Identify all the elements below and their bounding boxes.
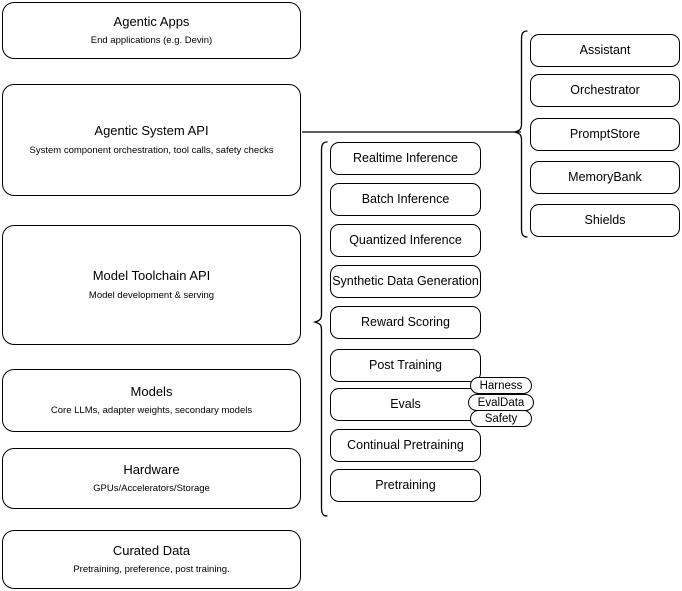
layer-agentic-system-api[interactable]: Agentic System API System component orch… [2,84,301,196]
evals-subcomponent-harness[interactable]: Harness [470,377,532,394]
component-label: Shields [584,212,626,227]
evals-subcomponent-label: Safety [484,412,518,425]
layer-subtitle: End applications (e.g. Devin) [90,35,213,47]
layer-title: Models [130,383,173,399]
component-orchestrator[interactable]: Orchestrator [530,74,680,107]
layer-agentic-apps[interactable]: Agentic Apps End applications (e.g. Devi… [2,2,301,59]
capability-label: Continual Pretraining [347,437,464,452]
layer-title: Model Toolchain API [92,268,211,284]
layer-subtitle: System component orchestration, tool cal… [29,144,274,156]
component-label: MemoryBank [568,169,642,184]
capability-label: Batch Inference [361,191,450,206]
capability-quantized-inference[interactable]: Quantized Inference [330,224,481,257]
capability-pretraining[interactable]: Pretraining [330,469,481,502]
evals-subcomponent-evaldata[interactable]: EvalData [468,394,534,411]
capability-reward-scoring[interactable]: Reward Scoring [330,306,481,339]
brace-toolchain-capabilities [312,141,328,517]
capability-label: Evals [390,396,421,411]
capability-label: Reward Scoring [361,314,450,329]
layer-model-toolchain-api[interactable]: Model Toolchain API Model development & … [2,225,301,345]
layer-hardware[interactable]: Hardware GPUs/Accelerators/Storage [2,448,301,509]
layer-curated-data[interactable]: Curated Data Pretraining, preference, po… [2,530,301,589]
capability-label: Pretraining [375,477,436,492]
capability-synthetic-data-generation[interactable]: Synthetic Data Generation [330,265,481,298]
capability-batch-inference[interactable]: Batch Inference [330,183,481,216]
capability-label: Quantized Inference [349,232,462,247]
layer-subtitle: Pretraining, preference, post training. [73,564,230,576]
evals-subcomponent-label: EvalData [477,396,525,409]
capability-continual-pretraining[interactable]: Continual Pretraining [330,429,481,462]
layer-title: Hardware [123,461,180,477]
capability-label: Realtime Inference [353,150,458,165]
layer-subtitle: Core LLMs, adapter weights, secondary mo… [50,405,253,417]
component-memorybank[interactable]: MemoryBank [530,161,680,194]
component-promptstore[interactable]: PromptStore [530,118,680,151]
evals-subcomponent-label: Harness [479,379,523,392]
layer-models[interactable]: Models Core LLMs, adapter weights, secon… [2,369,301,432]
layer-title: Agentic System API [94,123,209,139]
layer-title: Agentic Apps [113,13,190,29]
layer-title: Curated Data [112,542,191,558]
component-label: Orchestrator [570,82,640,97]
evals-subcomponent-safety[interactable]: Safety [470,410,532,427]
component-assistant[interactable]: Assistant [530,34,680,67]
component-label: Assistant [579,42,631,57]
layer-subtitle: Model development & serving [88,289,215,301]
capability-evals[interactable]: Evals [330,388,481,421]
capability-post-training[interactable]: Post Training [330,349,481,382]
brace-system-components [512,30,528,238]
component-shields[interactable]: Shields [530,204,680,237]
capability-label: Post Training [369,357,442,372]
capability-realtime-inference[interactable]: Realtime Inference [330,142,481,175]
component-label: PromptStore [569,126,641,141]
layer-subtitle: GPUs/Accelerators/Storage [93,483,210,495]
capability-label: Synthetic Data Generation [332,273,479,288]
